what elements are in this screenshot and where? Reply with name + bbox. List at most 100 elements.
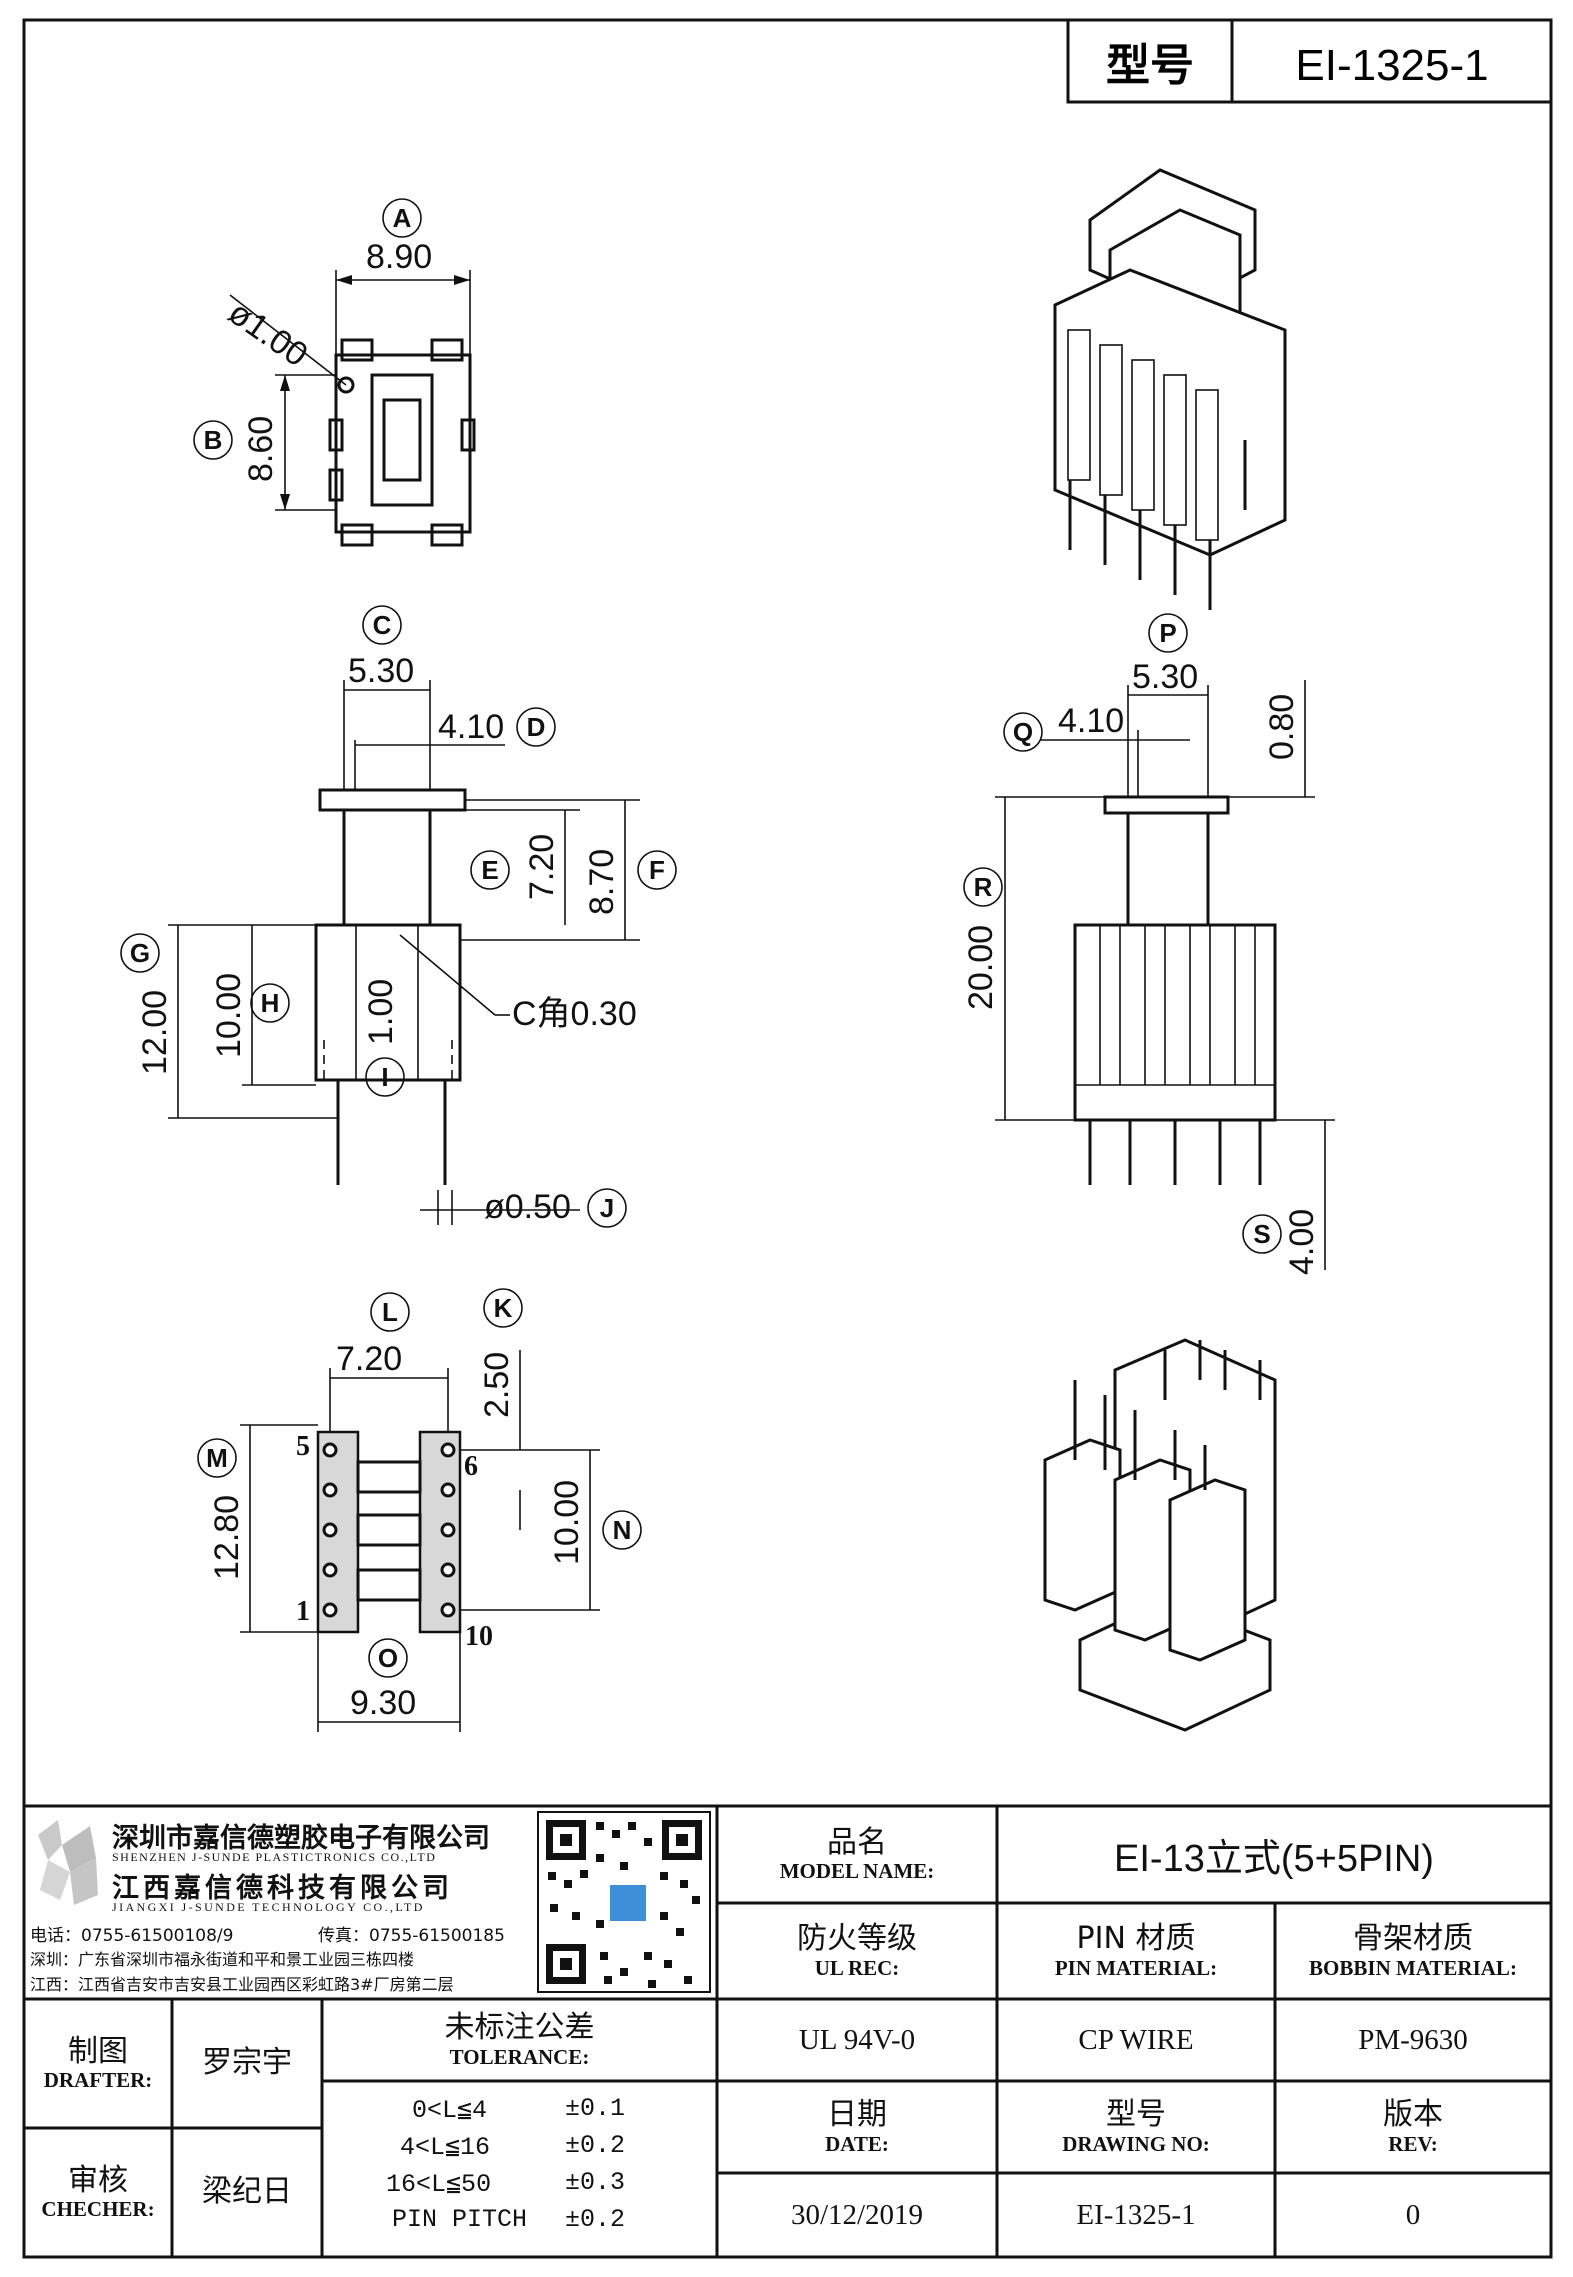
side-view-right: 5.30 4.10 0.80 20.00 4.00 (962, 658, 1335, 1275)
pin-label-5: 5 (296, 1431, 310, 1462)
svg-text:E: E (481, 855, 498, 885)
dim-top: 0.80 (1263, 694, 1301, 760)
dim-R: 20.00 (962, 925, 1000, 1010)
dim-H: 10.00 (210, 973, 248, 1058)
qr-code (537, 1811, 711, 1993)
svg-text:H: H (261, 988, 280, 1018)
pin-label-10: 10 (465, 1621, 493, 1652)
tolerance-value-2: ±0.2 (565, 2131, 626, 2160)
svg-text:F: F (649, 855, 665, 885)
tolerance-range-4: PIN PITCH (392, 2205, 528, 2234)
drawing-no-value: EI-1325-1 (1076, 2198, 1196, 2231)
dim-D: 4.10 (438, 708, 504, 746)
marker-K: K (483, 1288, 523, 1328)
marker-F: F (637, 850, 677, 890)
dimension-markers: A B C D E F G H I J K L M N O P Q R S (120, 198, 1282, 1678)
svg-text:B: B (204, 425, 223, 455)
dim-chamfer: C角0.30 (512, 995, 637, 1033)
marker-S: S (1242, 1214, 1282, 1254)
marker-O: O (368, 1638, 408, 1678)
date-value: 30/12/2019 (790, 2198, 924, 2231)
header-box: 型号 EI-1325-1 (1066, 18, 1553, 104)
svg-text:K: K (494, 1293, 513, 1323)
tolerance-range-3: 16<L≦50 (386, 2170, 492, 2199)
dim-I: 1.00 (362, 979, 400, 1045)
dim-J: ø0.50 (484, 1188, 571, 1226)
dim-E: 7.20 (523, 834, 561, 900)
pin-label-6: 6 (464, 1451, 478, 1482)
dim-G: 12.00 (136, 990, 174, 1075)
marker-Q: Q (1003, 712, 1043, 752)
dim-S: 4.00 (1283, 1209, 1321, 1275)
top-view: 8.90 ø1.00 8.60 (221, 238, 476, 547)
dim-C: 5.30 (348, 652, 414, 690)
marker-J: J (587, 1188, 627, 1228)
header-label: 型号 (1106, 40, 1194, 91)
dim-L: 7.20 (336, 1340, 402, 1378)
svg-text:O: O (378, 1643, 398, 1673)
dim-O: 9.30 (350, 1684, 416, 1722)
svg-text:A: A (393, 203, 412, 233)
ul-rec-value: UL 94V-0 (798, 2023, 916, 2056)
svg-text:I: I (381, 1062, 388, 1092)
dim-M: 12.80 (208, 1495, 246, 1580)
iso-view-top (1053, 168, 1287, 610)
dim-Q: 4.10 (1058, 702, 1124, 740)
header-value: EI-1325-1 (1295, 41, 1488, 90)
bottom-view: 5 6 1 10 7.20 2.50 12.80 10.00 9.30 (208, 1340, 600, 1732)
company-address-1: 深圳：广东省深圳市福永街道和平和景工业园三栋四楼 (30, 1950, 415, 1969)
svg-text:Q: Q (1013, 717, 1033, 747)
svg-text:C: C (373, 610, 392, 640)
tolerance-value-1: ±0.1 (565, 2094, 626, 2123)
dim-A: 8.90 (366, 238, 432, 276)
svg-text:J: J (600, 1193, 614, 1223)
svg-text:N: N (613, 1515, 632, 1545)
dim-dia1: ø1.00 (221, 293, 314, 374)
tolerance-value-3: ±0.3 (565, 2168, 626, 2197)
marker-A: A (382, 198, 422, 238)
marker-I: I (365, 1057, 405, 1097)
tolerance-range-1: 0<L≦4 (412, 2096, 488, 2125)
marker-R: R (963, 867, 1003, 907)
marker-N: N (602, 1510, 642, 1550)
marker-M: M (197, 1438, 237, 1478)
marker-G: G (120, 933, 160, 973)
dim-F: 8.70 (583, 849, 621, 915)
dim-P: 5.30 (1132, 658, 1198, 696)
tolerance-value-4: ±0.2 (565, 2205, 626, 2234)
drafter-value: 罗宗宇 (202, 2045, 292, 2081)
sheet-border (22, 18, 1553, 2259)
company-fax: 传真：0755-61500185 (318, 1926, 505, 1946)
svg-text:G: G (130, 938, 150, 968)
svg-text:P: P (1159, 618, 1176, 648)
svg-text:R: R (974, 872, 993, 902)
marker-C: C (362, 605, 402, 645)
company-address-2: 江西：江西省吉安市吉安县工业园西区彩虹路3#厂房第二层 (30, 1975, 454, 1994)
marker-D: D (516, 707, 556, 747)
company-phone: 电话：0755-61500108/9 (30, 1926, 234, 1946)
svg-text:L: L (382, 1297, 398, 1327)
marker-E: E (470, 850, 510, 890)
bobbin-material-value: PM-9630 (1358, 2023, 1468, 2056)
marker-L: L (370, 1292, 410, 1332)
pin-label-1: 1 (296, 1596, 310, 1627)
company-logo (38, 1820, 98, 1905)
dim-K: 2.50 (478, 1352, 516, 1418)
marker-P: P (1148, 613, 1188, 653)
iso-view-bottom (1043, 1338, 1277, 1732)
checker-value: 梁纪日 (202, 2174, 292, 2210)
company-name-2-en: JIANGXI J-SUNDE TECHNOLOGY CO.,LTD (112, 1900, 425, 1914)
company-name-1: 深圳市嘉信德塑胶电子有限公司 (112, 1823, 490, 1854)
svg-text:S: S (1253, 1219, 1270, 1249)
company-name-2: 江西嘉信德科技有限公司 (112, 1873, 453, 1904)
